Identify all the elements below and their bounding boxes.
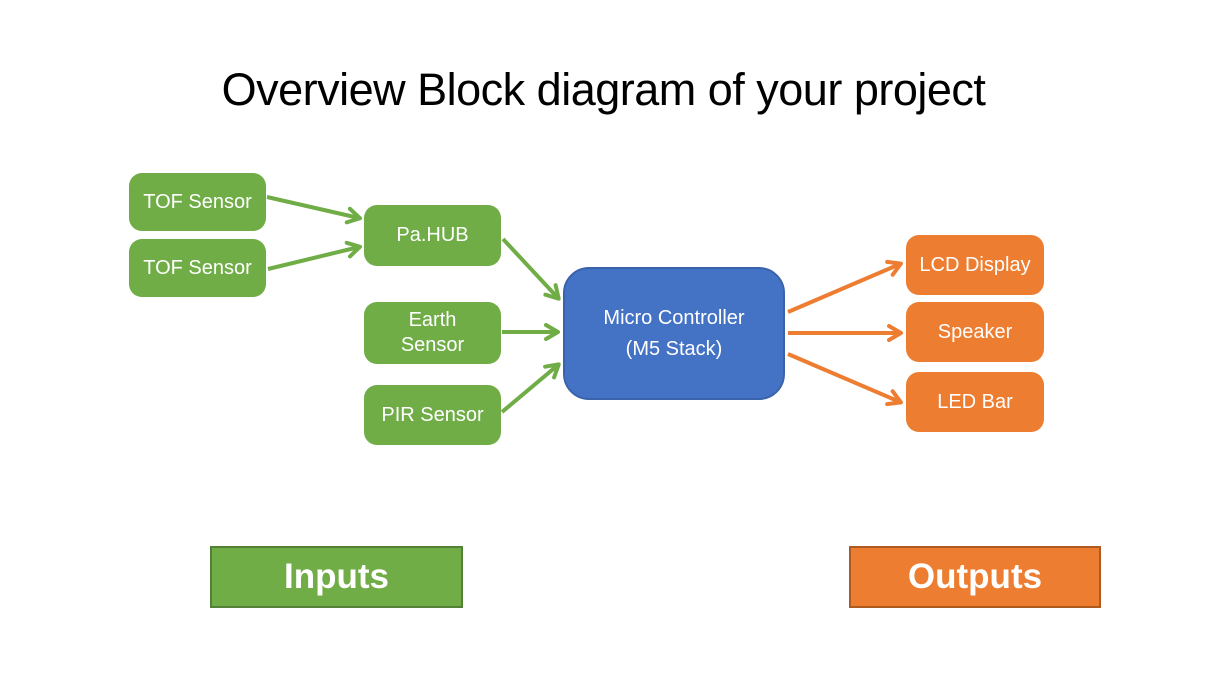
arrow-pahub-to-mc bbox=[501, 237, 561, 301]
node-micro-controller: Micro Controller (M5 Stack) bbox=[563, 267, 785, 400]
arrow-pir-to-mc bbox=[500, 362, 561, 414]
node-tof-sensor-2-label: TOF Sensor bbox=[143, 256, 252, 279]
node-lcd-display-label: LCD Display bbox=[919, 253, 1031, 276]
inputs-banner-label: Inputs bbox=[284, 557, 389, 596]
node-led-bar: LED Bar bbox=[906, 372, 1044, 432]
arrow-mc-to-lcd bbox=[787, 259, 903, 314]
node-lcd-display: LCD Display bbox=[906, 235, 1044, 295]
arrow-mc-to-ledbar bbox=[787, 352, 903, 407]
node-pahub: Pa.HUB bbox=[364, 205, 501, 266]
node-led-bar-label: LED Bar bbox=[937, 390, 1013, 413]
node-speaker-label: Speaker bbox=[937, 320, 1013, 343]
inputs-banner: Inputs bbox=[210, 546, 463, 608]
node-tof-sensor-2: TOF Sensor bbox=[129, 239, 266, 297]
node-pir-sensor: PIR Sensor bbox=[364, 385, 501, 445]
node-micro-controller-line2: (M5 Stack) bbox=[625, 337, 723, 360]
outputs-banner: Outputs bbox=[849, 546, 1101, 608]
node-tof-sensor-1: TOF Sensor bbox=[129, 173, 266, 231]
node-pir-sensor-label: PIR Sensor bbox=[381, 403, 484, 426]
node-micro-controller-label: Micro Controller (M5 Stack) bbox=[603, 303, 744, 365]
arrow-tof1-to-pahub bbox=[266, 195, 362, 225]
page-title: Overview Block diagram of your project bbox=[221, 64, 986, 115]
outputs-banner-label: Outputs bbox=[907, 557, 1043, 596]
node-earth-sensor-label: Earth Sensor bbox=[400, 309, 465, 356]
node-pahub-label: Pa.HUB bbox=[396, 224, 469, 246]
node-speaker: Speaker bbox=[906, 302, 1044, 362]
arrow-tof2-to-pahub bbox=[267, 240, 362, 271]
node-micro-controller-line1: Micro Controller bbox=[603, 306, 745, 329]
node-tof-sensor-1-label: TOF Sensor bbox=[143, 190, 252, 213]
node-earth-sensor: Earth Sensor bbox=[364, 302, 501, 364]
